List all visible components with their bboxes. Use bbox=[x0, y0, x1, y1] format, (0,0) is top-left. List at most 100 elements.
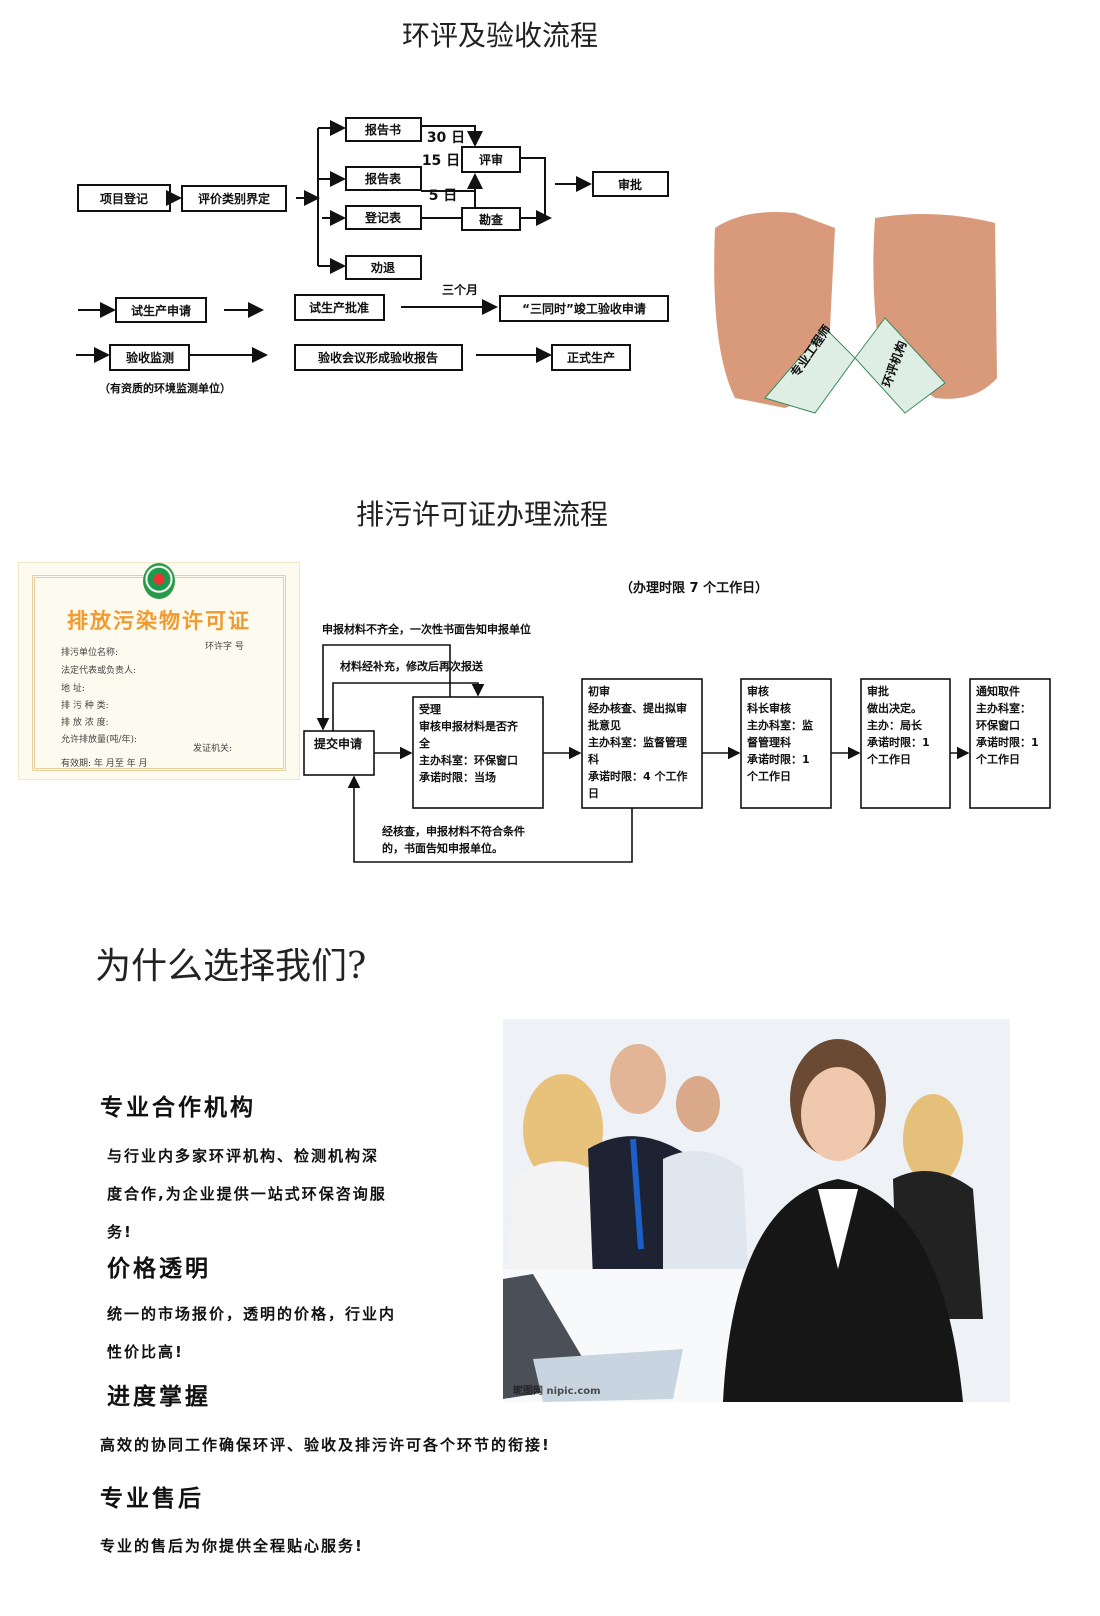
hands-cards-image: 专业工程师 环评机构 bbox=[705, 208, 1000, 415]
certificate-field: 允许排放量(吨/年): bbox=[61, 735, 138, 745]
label-report-book: 报告书 bbox=[365, 122, 401, 137]
label-three-months: 三个月 bbox=[442, 282, 478, 297]
box-step-approve bbox=[860, 678, 951, 809]
step-text: 受理 bbox=[419, 702, 441, 716]
certificate-field: 法定代表或负责人: bbox=[61, 666, 137, 676]
svg-text:昵图网 nipic.com: 昵图网 nipic.com bbox=[513, 1385, 601, 1397]
section-title-eia: 环评及验收流程 bbox=[402, 19, 599, 52]
business-team-photo: 昵图网 nipic.com bbox=[503, 1019, 1010, 1402]
box-step-notify bbox=[969, 678, 1051, 809]
box-approve bbox=[592, 171, 669, 197]
step-text: 主办：局长 bbox=[867, 718, 923, 732]
step-text: 审核 bbox=[747, 684, 769, 698]
step-text: 承诺时限：1 bbox=[747, 752, 810, 766]
label-review: 评审 bbox=[479, 152, 503, 167]
label-trial-apply: 试生产申请 bbox=[131, 303, 191, 318]
label-meeting: 验收会议形成验收报告 bbox=[318, 350, 438, 365]
permit-flowchart: （办理时限 7 个工作日） 申报材料不齐全，一次性书面告知申报单位 材料经补充，… bbox=[303, 580, 1051, 863]
box-monitoring bbox=[109, 344, 190, 371]
text-partners: 与行业内多家环评机构、检测机构深 bbox=[107, 1147, 380, 1165]
step-text: 环保窗口 bbox=[976, 718, 1020, 732]
text-pricing: 统一的市场报价，透明的价格，行业内 bbox=[107, 1305, 397, 1323]
box-meeting bbox=[294, 344, 463, 371]
heading-aftersales: 专业售后 bbox=[100, 1486, 204, 1512]
certificate-issuer: 发证机关: bbox=[193, 744, 233, 754]
certificate-field: 排 放 浓 度: bbox=[61, 718, 109, 728]
certificate-field: 地 址: bbox=[61, 684, 85, 694]
box-review bbox=[461, 146, 521, 173]
label-submit: 提交申请 bbox=[314, 736, 362, 751]
certificate-field: 排污单位名称: bbox=[61, 648, 119, 658]
step-text: 主办科室：监 bbox=[747, 718, 813, 732]
loop-incomplete-label: 申报材料不齐全，一次性书面告知申报单位 bbox=[322, 622, 531, 636]
heading-partners: 专业合作机构 bbox=[100, 1095, 256, 1121]
step-text: 承诺时限：4 个工作 bbox=[588, 769, 687, 783]
step-text: 日 bbox=[588, 787, 599, 800]
box-completion-apply bbox=[499, 295, 669, 322]
label-registration-form: 登记表 bbox=[364, 210, 402, 225]
loop-reject-label: 的，书面告知申报单位。 bbox=[382, 841, 503, 855]
box-step-accept bbox=[412, 696, 544, 809]
step-text: 科长审核 bbox=[747, 701, 791, 715]
step-text: 主办科室： bbox=[976, 701, 1031, 715]
certificate-number: 环许字 号 bbox=[205, 642, 244, 652]
label-monitoring: 验收监测 bbox=[126, 350, 174, 365]
heading-progress: 进度掌握 bbox=[107, 1384, 211, 1410]
step-text: 主办科室：监督管理 bbox=[588, 735, 687, 749]
label-completion-apply: “三同时”竣工验收申请 bbox=[522, 301, 646, 316]
step-text: 个工作日 bbox=[975, 752, 1020, 766]
certificate-field: 有效期: 年 月至 年 月 bbox=[61, 759, 148, 769]
step-text: 科 bbox=[588, 752, 599, 766]
box-trial-apply bbox=[115, 297, 207, 323]
step-text: 经办核查、提出拟审 bbox=[588, 701, 687, 715]
step-text: 通知取件 bbox=[976, 684, 1020, 698]
step-text: 承诺时限：当场 bbox=[419, 770, 496, 784]
label-trial-approve: 试生产批准 bbox=[309, 300, 369, 315]
label-production: 正式生产 bbox=[567, 350, 615, 365]
label-report-form: 报告表 bbox=[365, 171, 402, 186]
box-submit bbox=[303, 730, 375, 776]
box-trial-approve bbox=[294, 294, 385, 321]
step-text: 个工作日 bbox=[866, 752, 911, 766]
box-production bbox=[551, 344, 631, 371]
section-title-permit: 排污许可证办理流程 bbox=[356, 498, 609, 531]
label-5-days: 5 日 bbox=[429, 188, 458, 204]
label-classify: 评价类别界定 bbox=[198, 191, 270, 206]
label-survey: 勘查 bbox=[479, 212, 504, 227]
text-pricing: 性价比高! bbox=[107, 1343, 184, 1361]
box-dismiss bbox=[345, 255, 422, 280]
time-limit: （办理时限 7 个工作日） bbox=[620, 580, 768, 596]
text-partners: 务! bbox=[107, 1223, 133, 1241]
step-text: 承诺时限：1 bbox=[976, 735, 1039, 749]
certificate-field: 排 污 种 类: bbox=[61, 701, 109, 711]
step-text: 初审 bbox=[588, 684, 610, 698]
loop-resubmit-label: 材料经补充，修改后再次报送 bbox=[340, 659, 484, 673]
label-monitor-note: （有资质的环境监测单位） bbox=[99, 381, 231, 395]
eia-flowchart: 项目登记 评价类别界定 报告书 报告表 登记表 劝退 评审 勘查 审批 试生产申… bbox=[76, 117, 669, 395]
seal-icon bbox=[143, 563, 175, 599]
box-step-review bbox=[740, 678, 832, 809]
label-register: 项目登记 bbox=[100, 191, 148, 206]
step-text: 审核申报材料是否齐 bbox=[419, 719, 519, 733]
label-dismiss: 劝退 bbox=[370, 260, 395, 275]
text-progress: 高效的协同工作确保环评、验收及排污许可各个环节的衔接! bbox=[100, 1436, 551, 1454]
label-approve: 审批 bbox=[618, 177, 642, 192]
step-text: 全 bbox=[418, 736, 431, 750]
permit-certificate-image: 排放污染物许可证 环许字 号 排污单位名称: 法定代表或负责人: 地 址: 排 … bbox=[18, 562, 300, 780]
step-text: 审批 bbox=[867, 684, 889, 698]
step-text: 个工作日 bbox=[746, 769, 791, 783]
box-register bbox=[77, 184, 171, 212]
box-report-form bbox=[345, 166, 422, 191]
box-classify bbox=[181, 185, 287, 212]
text-aftersales: 专业的售后为你提供全程贴心服务! bbox=[100, 1537, 364, 1555]
box-report-book bbox=[345, 117, 422, 142]
loop-reject-label: 经核查，申报材料不符合条件 bbox=[382, 824, 525, 838]
certificate-title: 排放污染物许可证 bbox=[67, 609, 251, 633]
step-text: 督管理科 bbox=[747, 735, 791, 749]
label-15-days: 15 日 bbox=[422, 153, 460, 169]
section-title-why: 为什么选择我们? bbox=[95, 946, 367, 987]
step-text: 主办科室：环保窗口 bbox=[419, 753, 518, 767]
box-step-preliminary bbox=[581, 678, 703, 809]
text-partners: 度合作,为企业提供一站式环保咨询服 bbox=[107, 1185, 387, 1203]
step-text: 批意见 bbox=[588, 718, 621, 732]
